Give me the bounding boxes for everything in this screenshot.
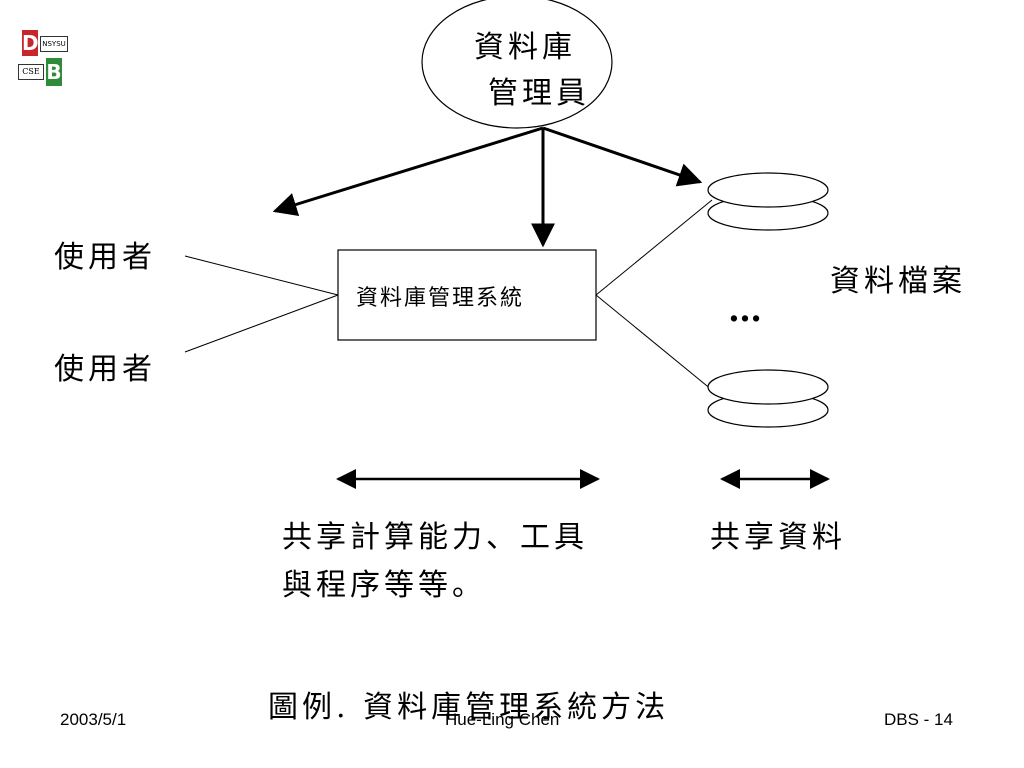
- line-user-bottom-to-dbms: [184, 294, 339, 353]
- user-label-top: 使用者: [54, 240, 156, 275]
- figure-caption: 圖例. 資料庫管理系統方法: [268, 690, 670, 725]
- dbms-box: [337, 249, 597, 341]
- dba-ellipse: [421, 0, 613, 129]
- logo-letter-b: B: [46, 58, 62, 86]
- data-files-label: 資料檔案: [830, 264, 966, 299]
- dba-label-line2: 管理員: [488, 76, 590, 111]
- dba-label-line1: 資料庫: [474, 30, 576, 65]
- shared-compute-label-line1: 共享計算能力、工具: [282, 520, 588, 555]
- logo-letter-d: D: [22, 30, 39, 56]
- user-label-bottom: 使用者: [54, 352, 156, 387]
- line-dbms-to-file-top: [595, 199, 713, 296]
- footer-date: 2003/5/1: [60, 710, 127, 729]
- logo-cse-text: CSE: [18, 64, 44, 80]
- shared-compute-label-line2: 與程序等等。: [282, 568, 486, 603]
- dbms-label: 資料庫管理系統: [356, 286, 525, 311]
- line-dbms-to-file-bottom: [595, 294, 713, 391]
- arrow-dba-to-users: [272, 126, 544, 217]
- logo-nsysu-text: NSYSU: [40, 36, 68, 52]
- nsysu-cse-logo: D NSYSU CSE B: [18, 30, 68, 88]
- data-file-top-icon: [707, 172, 829, 231]
- shared-data-label: 共享資料: [710, 520, 846, 555]
- ellipsis-more-files: …: [728, 290, 762, 330]
- line-user-top-to-dbms: [184, 255, 339, 296]
- arrow-dba-to-files: [542, 126, 703, 187]
- data-file-bottom-icon: [707, 369, 829, 428]
- footer-author: Hue-Ling Chen: [445, 710, 560, 729]
- footer-page-number: DBS - 14: [884, 710, 953, 729]
